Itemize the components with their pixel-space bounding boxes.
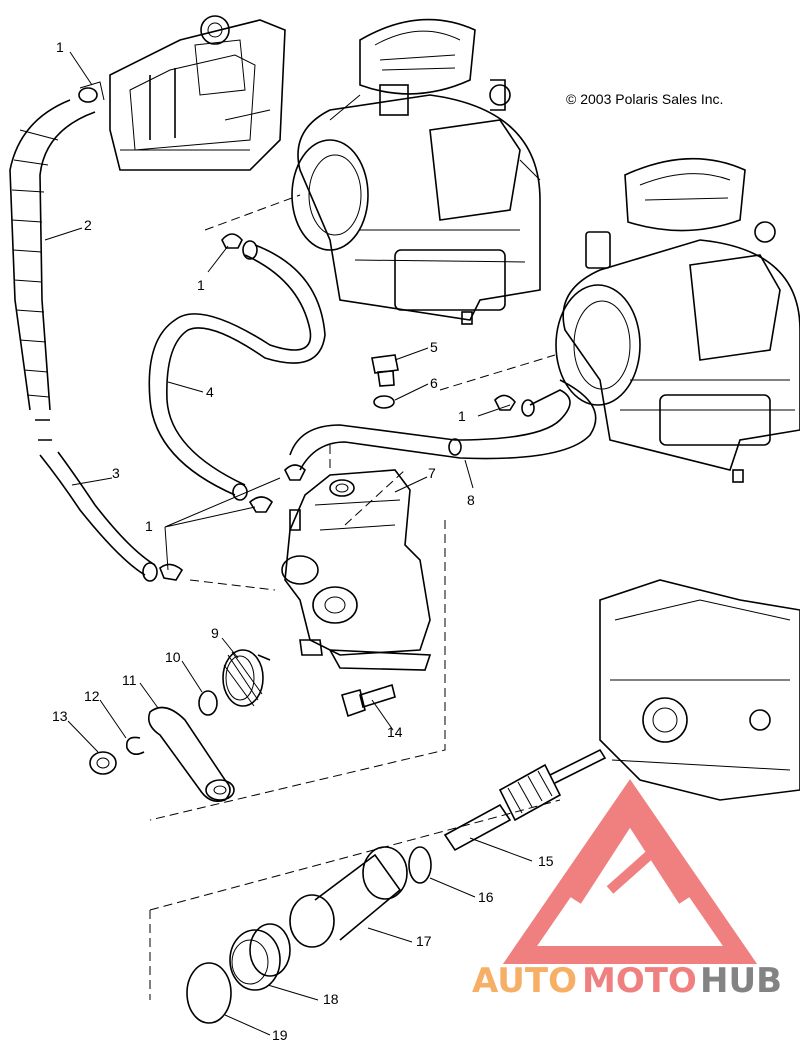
drive-shaft-15	[443, 748, 607, 852]
callout-10: 10	[165, 649, 181, 665]
callout-17: 17	[416, 933, 432, 949]
sleeve-17	[289, 846, 408, 948]
leader-lines	[44, 51, 533, 1036]
carburetor-lower	[555, 157, 800, 483]
copyright-text: © 2003 Polaris Sales Inc.	[566, 91, 723, 107]
oil-pump	[281, 469, 432, 671]
pump-lever-11	[147, 706, 235, 803]
callout-7: 7	[428, 465, 436, 481]
callout-4: 4	[206, 384, 214, 400]
callout-13: 13	[52, 708, 68, 724]
hose-4	[148, 240, 326, 501]
hose-clamps	[159, 233, 516, 581]
bolt-5	[371, 354, 399, 387]
callout-1d: 1	[458, 408, 466, 424]
callout-8: 8	[467, 492, 475, 508]
carburetor-upper	[291, 18, 541, 325]
hose-with-spring-guard	[9, 81, 105, 441]
hose-8	[289, 379, 597, 471]
watermark-text-auto: AUTO	[472, 961, 577, 1001]
callout-16: 16	[478, 889, 494, 905]
nut-13	[89, 751, 117, 775]
watermark-text-moto: MOTO	[582, 961, 697, 1001]
callout-14: 14	[387, 724, 403, 740]
callout-19: 19	[272, 1027, 288, 1043]
watermark-logo-icon	[502, 779, 758, 964]
callout-6: 6	[430, 375, 438, 391]
dashed-guide-lines	[149, 194, 561, 1000]
callout-5: 5	[430, 339, 438, 355]
washer-10	[198, 690, 218, 716]
callout-1a: 1	[56, 39, 64, 55]
seal-18	[229, 923, 291, 991]
callout-15: 15	[538, 853, 554, 869]
callout-11: 11	[122, 672, 137, 688]
callout-1c: 1	[145, 518, 153, 534]
spring-9	[222, 649, 271, 707]
bolt-14	[341, 683, 396, 718]
washer-16	[408, 846, 432, 884]
callout-labels: 1 2 1 4 3 1 5 6 1 7 8 9 10 11 12 13 14 1…	[52, 39, 554, 1043]
engine-block-top-left	[109, 15, 286, 171]
hose-3	[39, 451, 158, 582]
callout-12: 12	[84, 688, 100, 704]
callout-18: 18	[323, 991, 339, 1007]
crankcase-lower-right	[599, 579, 800, 801]
watermark-text-hub: HUB	[700, 961, 782, 1001]
callout-2: 2	[84, 217, 92, 233]
callout-3: 3	[112, 465, 120, 481]
automotohub-watermark: AUTO MOTO HUB	[472, 779, 782, 1001]
o-ring-19	[186, 962, 232, 1024]
washer-6	[373, 395, 395, 409]
circlip-12	[125, 736, 145, 756]
callout-9: 9	[211, 625, 219, 641]
callout-1b: 1	[197, 277, 205, 293]
